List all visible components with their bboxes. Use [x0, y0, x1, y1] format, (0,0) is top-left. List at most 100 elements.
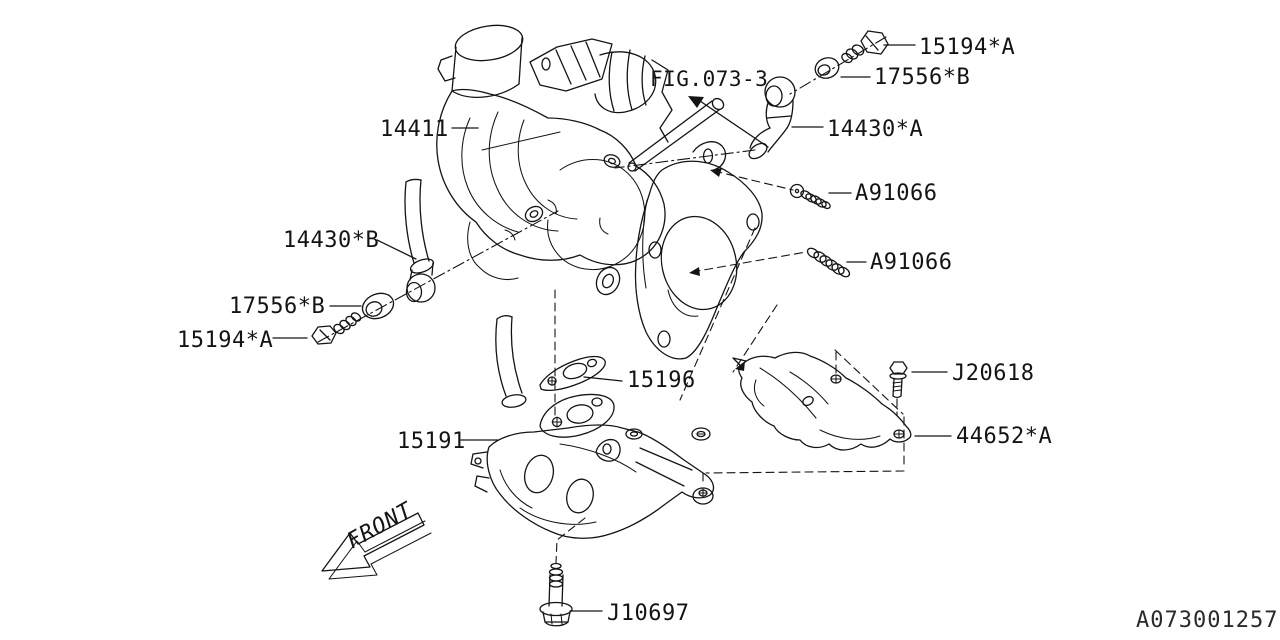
washer-17556b-top-sketch-stroke: [814, 57, 840, 79]
turbocharger-14411-sketch-stroke: [481, 131, 561, 151]
figure-reference-arrowhead: [688, 96, 704, 108]
oil-pipe-15191-sketch-stroke: [523, 454, 555, 494]
part-label-a91066-upper[interactable]: A91066: [855, 181, 937, 206]
part-label-15194a-top[interactable]: 15194*A: [919, 35, 1015, 60]
oil-pipe-14430a-sketch-stroke: [765, 85, 783, 107]
part-label-a91066-lower[interactable]: A91066: [870, 250, 952, 275]
oil-pipe-15191-sketch-stroke: [519, 507, 597, 525]
part-label-15191[interactable]: 15191: [397, 429, 466, 454]
turbocharger-14411-sketch-stroke: [603, 154, 621, 168]
turbocharger-14411-sketch-stroke: [437, 55, 456, 82]
callout-14430a[interactable]: 14430*A: [791, 117, 923, 142]
turbocharger-14411-sketch-stroke: [648, 241, 662, 259]
bolt-15194a-top-sketch-stroke: [841, 52, 853, 64]
part-label-15196[interactable]: 15196: [627, 368, 696, 393]
part-label-44652a[interactable]: 44652*A: [956, 424, 1052, 449]
gasket-15196-sketch-stroke: [586, 358, 598, 368]
heat-shield-44652a-sketch-stroke: [819, 429, 881, 440]
stud-a91066-upper-sketch-stroke: [794, 188, 800, 194]
turbocharger-14411-sketch: [436, 24, 763, 360]
bolt-j20618-sketch-stroke: [889, 372, 907, 380]
callout-14430b[interactable]: 14430*B: [283, 228, 417, 260]
part-label-17556b-top[interactable]: 17556*B: [874, 65, 970, 90]
gasket-15196-sketch-stroke: [539, 355, 606, 391]
callout-a91066-lower[interactable]: A91066: [846, 250, 952, 275]
heat-shield-44652a-sketch-stroke: [732, 357, 747, 367]
part-label-14430a[interactable]: 14430*A: [827, 117, 923, 142]
construction-lines-stroke: [317, 210, 559, 343]
turbocharger-14411-sketch-stroke: [518, 37, 523, 85]
turbocharger-14411-sketch-stroke: [746, 213, 760, 231]
turbocharger-14411-sketch-stroke: [529, 210, 539, 218]
bolt-15194a-left-sketch-stroke: [339, 319, 351, 331]
bolt-j10697-sketch-stroke: [548, 568, 564, 576]
bolt-j20618-sketch-stroke: [892, 389, 902, 392]
callout-j20618[interactable]: J20618: [911, 361, 1034, 386]
part-label-15194a-left[interactable]: 15194*A: [177, 328, 273, 353]
heat-shield-outline: [738, 351, 912, 451]
oil-pipe-15191-sketch-stroke: [559, 443, 637, 473]
oil-pipe-15191-sketch-stroke: [470, 451, 488, 469]
figure-reference-label[interactable]: FIG.073-3: [650, 67, 768, 91]
part-label-14430b[interactable]: 14430*B: [283, 228, 379, 253]
bolt-j10697-sketch-stroke: [560, 613, 563, 625]
callout-15196-stroke: [583, 376, 623, 382]
oil-pipe-14430a-sketch-stroke: [748, 142, 768, 160]
stud-a91066-upper-sketch-stroke: [810, 195, 822, 205]
construction-lines-stroke: [834, 349, 904, 415]
callout-a91066-upper[interactable]: A91066: [828, 181, 937, 206]
oil-pipe-15191-sketch-stroke: [474, 475, 490, 493]
callout-15196[interactable]: 15196: [583, 368, 696, 393]
oil-pipe-14430a-sketch-stroke: [767, 127, 788, 153]
drawing-code: A073001257: [1136, 608, 1278, 633]
callout-15191[interactable]: 15191: [397, 429, 499, 454]
callout-j10697[interactable]: J10697: [569, 601, 689, 626]
stud-a91066-upper-sketch-stroke: [821, 200, 831, 210]
callout-17556b-top[interactable]: 17556*B: [840, 65, 970, 90]
front-direction-arrow-stroke: [328, 520, 432, 580]
bolt-15194a-top-sketch-stroke: [860, 30, 889, 55]
turbocharger-14411-sketch-stroke: [555, 49, 572, 85]
washer-17556b-top-sketch-stroke: [817, 64, 831, 76]
oil-pipe-15191-sketch-stroke: [591, 397, 603, 407]
stud-a91066-lower-sketch-stroke: [831, 263, 845, 275]
stud-a91066-lower-sketch-stroke: [825, 259, 839, 271]
bolt-j10697-sketch-stroke: [550, 562, 562, 570]
callout-44652a[interactable]: 44652*A: [914, 424, 1052, 449]
construction-lines-stroke: [732, 304, 778, 373]
part-label-14411[interactable]: 14411: [380, 117, 449, 142]
arrowhead-upper-stud: [710, 168, 722, 177]
oil-pipe-15191-sketch: [470, 315, 715, 539]
oil-pipe-14430a-sketch-stroke: [749, 127, 771, 149]
front-direction-arrow-stroke: [321, 512, 425, 572]
turbocharger-14411-sketch-stroke: [634, 109, 720, 172]
gasket-15196-sketch-stroke: [562, 362, 588, 380]
turbocharger-14411-sketch-stroke: [524, 205, 544, 223]
bolt-15194a-left-sketch-stroke: [333, 323, 345, 335]
turbocharger-14411-sketch-stroke: [608, 51, 615, 112]
construction-lines-stroke: [614, 149, 756, 169]
turbocharger-14411-sketch-stroke: [461, 117, 519, 233]
part-label-j10697[interactable]: J10697: [607, 601, 689, 626]
construction-lines: [317, 36, 905, 564]
oil-pipe-15191-sketch-stroke: [499, 469, 533, 509]
oil-pipe-15191-sketch-stroke: [566, 478, 594, 514]
callout-17556b-left[interactable]: 17556*B: [229, 294, 362, 319]
pipe-body-outline: [486, 424, 715, 539]
callout-15194a-left[interactable]: 15194*A: [177, 328, 308, 353]
part-label-17556b-left[interactable]: 17556*B: [229, 294, 325, 319]
hose-14430b-sketch-stroke: [419, 179, 430, 262]
callout-15194a-top[interactable]: 15194*A: [883, 35, 1015, 60]
callout-14411[interactable]: 14411: [380, 117, 479, 142]
turbo-inlet-cap-top: [454, 24, 524, 62]
turbocharger-14411-sketch-stroke: [451, 83, 520, 98]
part-label-j20618[interactable]: J20618: [952, 361, 1034, 386]
figure-reference-callout[interactable]: FIG.073-3: [650, 67, 769, 148]
turbocharger-14411-sketch-stroke: [711, 97, 725, 111]
turbocharger-14411-sketch-stroke: [657, 330, 671, 348]
oil-pipe-14430a-sketch: [748, 76, 796, 160]
oil-pipe-15191-sketch-stroke: [474, 457, 482, 465]
stud-a91066-lower-sketch-stroke: [813, 251, 827, 263]
bolt-15194a-left-sketch-stroke: [345, 315, 357, 327]
heat-shield-44652a-sketch-stroke: [759, 367, 817, 419]
